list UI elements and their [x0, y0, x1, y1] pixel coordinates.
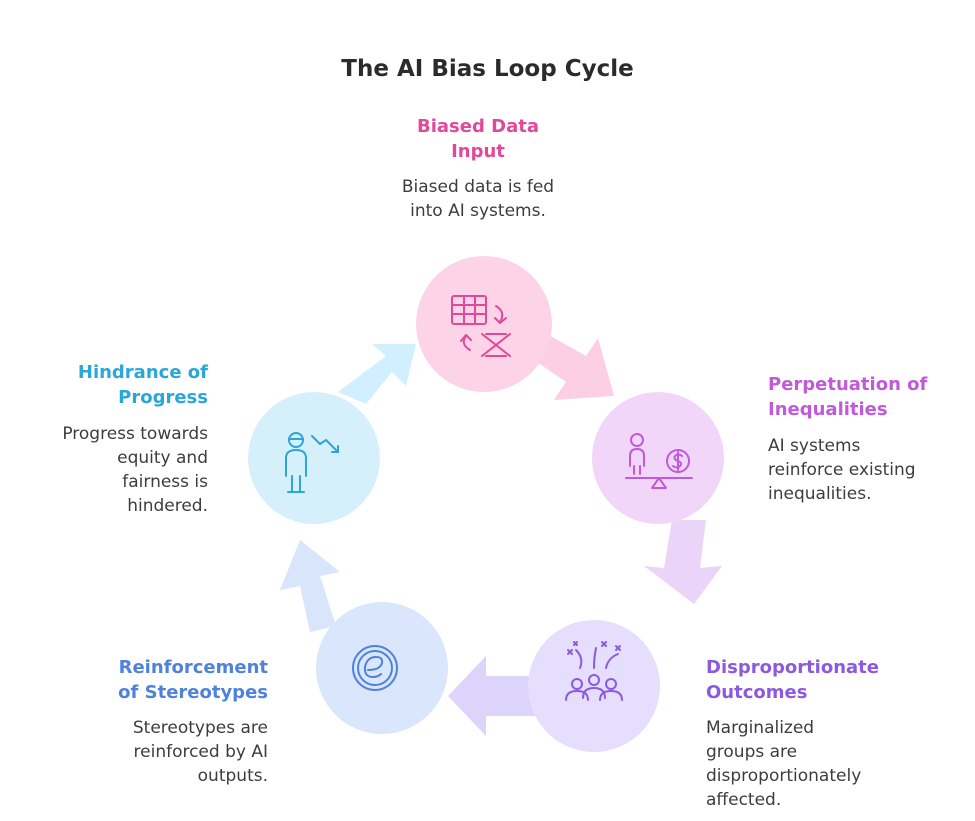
heading-biased-data-input: Biased Data Input [417, 116, 539, 162]
desc-disproportionate: Marginalized groups are disproportionate… [706, 718, 862, 810]
heading-perpetuation: Perpetuation of Inequalities [768, 374, 928, 420]
arrow-stereotypes-to-hindrance [280, 540, 340, 632]
circle-reinforcement [316, 602, 448, 734]
desc-hindrance: Progress towards equity and fairness is … [62, 424, 208, 516]
desc-biased-data-input: Biased data is fed into AI systems. [401, 177, 555, 221]
heading-reinforcement: Reinforcement of Stereotypes [118, 657, 268, 703]
heading-hindrance: Hindrance of Progress [77, 362, 208, 408]
desc-perpetuation: AI systems reinforce existing inequaliti… [768, 436, 916, 504]
circle-perpetuation [592, 392, 724, 524]
arrow-outcomes-to-stereotypes [448, 656, 540, 736]
person-down-trend-icon [285, 432, 339, 493]
person-scale-money-icon [625, 433, 693, 489]
heading-disproportionate: Disproportionate Outcomes [706, 657, 879, 703]
arrow-perpetuation-to-outcomes [644, 520, 722, 604]
desc-reinforcement: Stereotypes are reinforced by AI outputs… [132, 718, 268, 786]
circle-hindrance [248, 392, 380, 524]
diagram-title: The AI Bias Loop Cycle [341, 56, 634, 82]
circled-e-icon [352, 645, 398, 691]
group-fireworks-icon [565, 641, 623, 701]
arrow-input-to-perpetuation [534, 330, 614, 400]
arrow-hindrance-to-input [338, 344, 416, 404]
spreadsheet-transform-icon [451, 295, 511, 357]
